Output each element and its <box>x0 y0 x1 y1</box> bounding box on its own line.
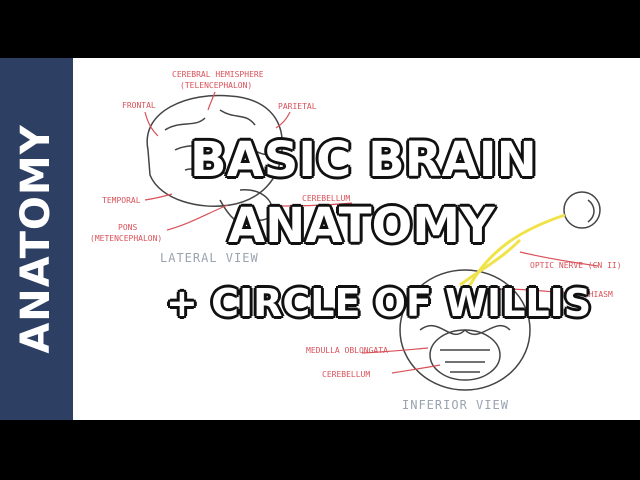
label-frontal: FRONTAL <box>122 101 156 110</box>
optic-pathway <box>456 213 566 301</box>
inferior-brain-drawing <box>399 191 601 391</box>
label-optic-nerve: OPTIC NERVE (CN II) <box>530 261 622 270</box>
lateral-brain-drawing <box>146 94 283 225</box>
title-line-1: BASIC BRAIN <box>189 131 538 189</box>
sidebar-label: ANATOMY <box>13 124 59 354</box>
label-metencephalon: (METENCEPHALON) <box>90 234 162 243</box>
caption-inferior-view: INFERIOR VIEW <box>402 398 509 412</box>
label-cerebellum-lateral: CEREBELLUM <box>302 194 350 203</box>
title-line-2: ANATOMY <box>227 197 496 255</box>
label-pons: PONS <box>118 223 137 232</box>
caption-lateral-view: LATERAL VIEW <box>160 251 259 265</box>
title-line-3: + CIRCLE OF WILLIS <box>165 280 592 326</box>
label-telencephalon: (TELENCEPHALON) <box>180 81 252 90</box>
video-frame: ANATOMY <box>0 58 640 420</box>
label-cerebral-hemisphere: CEREBRAL HEMISPHERE <box>172 70 264 79</box>
label-cerebellum-inferior: CEREBELLUM <box>322 370 370 379</box>
label-parietal: PARIETAL <box>278 102 317 111</box>
label-optic-chiasm: OPTIC CHIASM <box>555 290 613 299</box>
sidebar-banner: ANATOMY <box>0 58 73 420</box>
label-medulla-oblongata: MEDULLA OBLONGATA <box>306 346 388 355</box>
label-temporal: TEMPORAL <box>102 196 141 205</box>
brain-sketch: CEREBRAL HEMISPHERE (TELENCEPHALON) FRON… <box>90 70 622 412</box>
annotation-leaders <box>144 91 599 374</box>
